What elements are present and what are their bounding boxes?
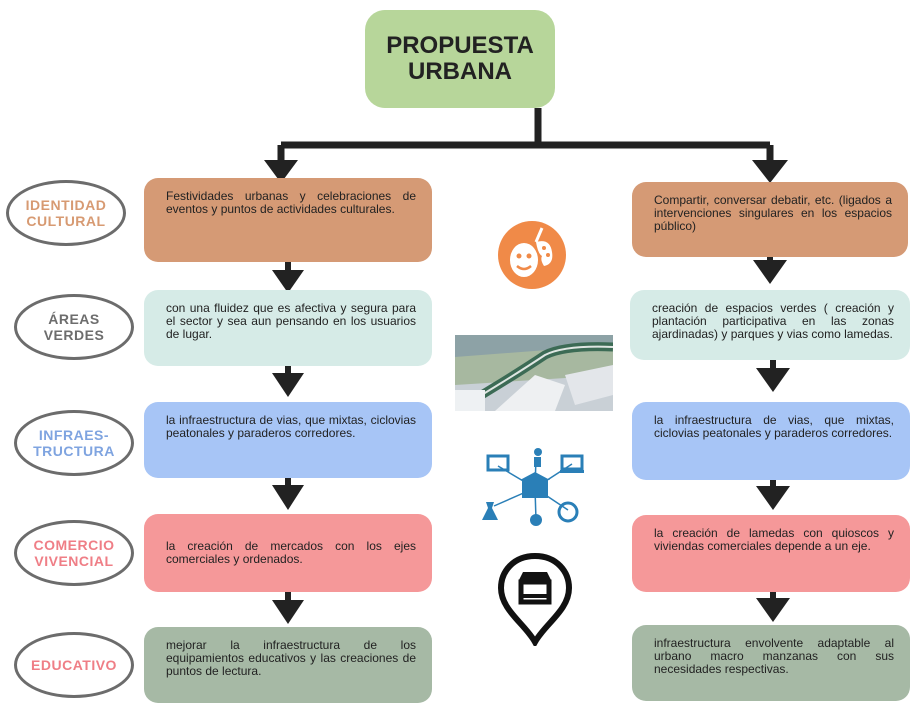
right-box-comercio-vivencial: la creación de lamedas con quioscos y vi… bbox=[632, 515, 910, 592]
right-box-educativo: infraestructura envolvente adaptable al … bbox=[632, 625, 910, 701]
category-areas-verdes: ÁREAS VERDES bbox=[14, 294, 134, 360]
category-educativo: EDUCATIVO bbox=[14, 632, 134, 698]
category-label: INFRAES- TRUCTURA bbox=[33, 427, 115, 459]
category-label: ÁREAS VERDES bbox=[43, 311, 105, 343]
right-box-areas-verdes: creación de espacios verdes ( creación y… bbox=[630, 290, 910, 360]
box-text: Festividades urbanas y celebraciones de … bbox=[166, 189, 416, 216]
left-box-areas-verdes: con una fluidez que es afectiva y segura… bbox=[144, 290, 432, 366]
category-infraestructura: INFRAES- TRUCTURA bbox=[14, 410, 134, 476]
box-text: la infraestructura de vias, que mixtas, … bbox=[654, 413, 894, 440]
category-comercio-vivencial: COMERCIO VIVENCIAL bbox=[14, 520, 134, 586]
box-text: infraestructura envolvente adaptable al … bbox=[654, 636, 894, 676]
right-box-identidad-cultural: Compartir, conversar debatir, etc. (liga… bbox=[632, 182, 908, 257]
box-text: Compartir, conversar debatir, etc. (liga… bbox=[654, 193, 892, 233]
box-text: la creación de mercados con los ejes com… bbox=[166, 539, 416, 566]
title-node: PROPUESTA URBANA bbox=[365, 10, 555, 108]
urban-road-rendering-image bbox=[455, 335, 613, 411]
right-box-infraestructura: la infraestructura de vias, que mixtas, … bbox=[632, 402, 910, 480]
box-text: la infraestructura de vias, que mixtas, … bbox=[166, 413, 416, 440]
category-label: EDUCATIVO bbox=[31, 657, 117, 673]
category-identidad-cultural: IDENTIDAD CULTURAL bbox=[6, 180, 126, 246]
box-text: con una fluidez que es afectiva y segura… bbox=[166, 301, 416, 341]
left-box-infraestructura: la infraestructura de vias, que mixtas, … bbox=[144, 402, 432, 478]
left-box-educativo: mejorar la infraestructura de los equipa… bbox=[144, 627, 432, 703]
left-box-identidad-cultural: Festividades urbanas y celebraciones de … bbox=[144, 178, 432, 262]
education-network-icon bbox=[482, 448, 584, 526]
category-label: COMERCIO VIVENCIAL bbox=[33, 537, 115, 569]
box-text: mejorar la infraestructura de los equipa… bbox=[166, 638, 416, 678]
category-label: IDENTIDAD CULTURAL bbox=[25, 197, 107, 229]
left-box-comercio-vivencial: la creación de mercados con los ejes com… bbox=[144, 514, 432, 592]
box-text: la creación de lamedas con quioscos y vi… bbox=[654, 526, 894, 553]
theater-masks-palette-icon bbox=[498, 221, 566, 289]
box-text: creación de espacios verdes ( creación y… bbox=[652, 301, 894, 341]
title-text: PROPUESTA URBANA bbox=[386, 32, 534, 85]
market-location-pin-icon bbox=[497, 552, 573, 646]
